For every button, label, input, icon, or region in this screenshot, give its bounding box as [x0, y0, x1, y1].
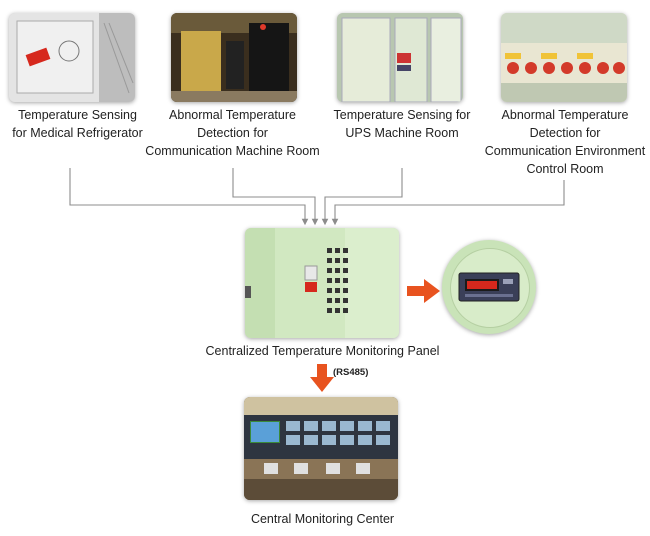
caption-line: Abnormal Temperature: [501, 108, 629, 122]
connector-line-1: [69, 168, 309, 226]
connector-line-4: [331, 180, 565, 226]
connector-line-3: [321, 168, 403, 226]
connector-line-2: [232, 168, 319, 226]
magnified-display-unit: [442, 240, 536, 334]
source-caption-3: Temperature Sensing for UPS Machine Room: [322, 106, 482, 142]
ups-machine-room-photo: [337, 13, 463, 102]
panel-label: Centralized Temperature Monitoring Panel: [205, 344, 440, 358]
caption-line: Control Room: [526, 162, 604, 176]
orange-arrow-down: [310, 364, 334, 392]
caption-line: Temperature Sensing for: [333, 108, 471, 122]
central-monitoring-center-photo: [244, 397, 398, 500]
caption-line: Temperature Sensing: [18, 108, 137, 122]
panel-caption: Centralized Temperature Monitoring Panel: [195, 342, 450, 360]
center-caption: Central Monitoring Center: [220, 510, 425, 528]
caption-line: Detection for: [197, 126, 268, 140]
caption-line: Communication Environment: [484, 144, 646, 158]
source-caption-2: Abnormal Temperature Detection for Commu…: [140, 106, 325, 160]
caption-line: Abnormal Temperature: [169, 108, 296, 122]
center-label: Central Monitoring Center: [250, 512, 395, 526]
caption-line: for Medical Refrigerator: [12, 126, 143, 140]
monitoring-panel-photo: [245, 228, 399, 338]
caption-line: Communication Machine Room: [145, 144, 320, 158]
caption-line: Detection for: [529, 126, 601, 140]
orange-arrow-right: [407, 279, 440, 303]
source-caption-4: Abnormal Temperature Detection for Commu…: [475, 106, 650, 178]
caption-line: UPS Machine Room: [345, 126, 459, 140]
medical-refrigerator-photo: [9, 13, 135, 102]
rs485-label: (RS485): [333, 367, 369, 378]
temperature-display-icon: [458, 272, 520, 302]
communication-machine-room-photo: [171, 13, 297, 102]
environment-control-room-photo: [501, 13, 627, 102]
source-caption-1: Temperature Sensing for Medical Refriger…: [0, 106, 155, 142]
